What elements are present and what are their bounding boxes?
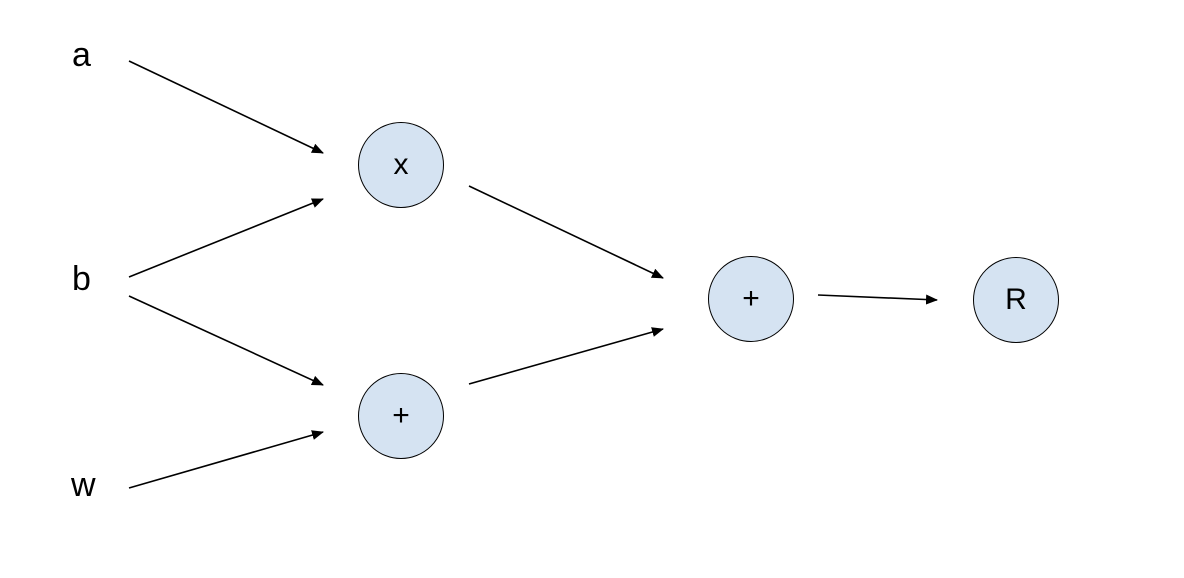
multiply-node: x [358, 122, 444, 208]
result-node: R [973, 257, 1059, 343]
result-node-label: R [1005, 283, 1027, 316]
input-label-a: a [72, 36, 91, 74]
input-label-w: w [71, 466, 96, 504]
edge-w-to-add-bottom [128, 430, 324, 489]
edge-b-to-mul [128, 198, 324, 278]
edge-mul-to-add-final [468, 185, 664, 279]
add-node-final-label: + [742, 282, 760, 315]
edge-add-final-to-result [817, 294, 938, 305]
edge-a-to-mul [128, 60, 324, 154]
multiply-node-label: x [393, 148, 409, 181]
add-node-bottom-label: + [392, 399, 410, 432]
add-node-bottom: + [358, 373, 444, 459]
edge-b-to-add-bottom [128, 295, 324, 386]
input-label-b: b [72, 260, 91, 298]
add-node-final: + [708, 256, 794, 342]
edge-add-bottom-to-add-final [468, 327, 664, 385]
